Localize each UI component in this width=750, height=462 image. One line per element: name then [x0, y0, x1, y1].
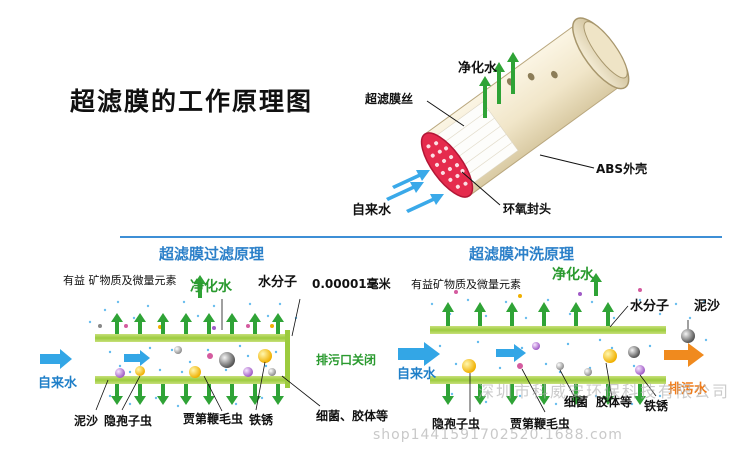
label-filtration-rust: 铁锈: [249, 413, 274, 427]
main-title: 超滤膜的工作原理图: [70, 87, 314, 116]
outlet-hole: [527, 72, 535, 81]
flushing-arrows-down: [442, 384, 646, 405]
leader-lines: [426, 100, 595, 206]
label-flushing-rust: 铁锈: [644, 399, 669, 413]
filtration-arrows-up: [111, 275, 284, 334]
label-membrane-fiber: 超滤膜丝: [365, 92, 414, 106]
particle-giardia: [517, 363, 523, 369]
flushing-inflow-arrows: [398, 342, 526, 366]
particle-bacteria: [584, 368, 592, 376]
label-filtration-sediment: 泥沙: [74, 414, 99, 428]
outlet-hole: [551, 70, 558, 79]
watermark-company: 深圳市科威安环保科技有限公司: [478, 382, 731, 401]
label-outlet-closed: 排污口关闭: [316, 353, 377, 367]
label-wastewater: 排污水: [668, 382, 708, 397]
label-filtration-raw-water: 自来水: [38, 376, 78, 391]
particle-bacteria: [556, 362, 564, 370]
filtration-mineral-dots: [98, 324, 274, 330]
particle-colloid: [635, 365, 645, 375]
particle-sediment: [219, 352, 235, 368]
particle-giardia: [115, 368, 125, 378]
label-flushing-raw-water: 自来水: [397, 367, 437, 382]
particle-colloid: [532, 342, 540, 350]
particle-colloid: [243, 367, 253, 377]
label-epoxy-seal: 环氧封头: [503, 202, 552, 216]
label-flushing-sediment: 泥沙: [694, 299, 721, 314]
flushing-leaders: [469, 305, 689, 413]
top-purified-arrows: [479, 52, 519, 118]
wastewater-arrow: [664, 343, 704, 367]
label-flushing-cryptosporidium: 隐孢子虫: [432, 417, 481, 431]
label-flushing-purified-water: 净化水: [552, 267, 594, 283]
flushing-tube: [430, 326, 666, 384]
filtration-inflow-arrows: [40, 349, 150, 369]
label-filtration-giardia: 贾第鞭毛虫: [183, 412, 244, 426]
filtration-arrows-down: [111, 384, 284, 405]
label-filtration-water-molecule: 水分子: [258, 275, 298, 290]
label-flushing-bacteria: 细菌: [564, 395, 589, 409]
label-flushing-water-molecule: 水分子: [630, 299, 670, 314]
label-filtration-minerals: 有益 矿物质及微量元素: [63, 274, 177, 287]
label-filtration-bacteria: 细菌、胶体等: [316, 409, 389, 423]
filtration-tube: [95, 330, 290, 388]
particle-bacteria: [174, 346, 182, 354]
particle-sediment: [628, 346, 640, 358]
label-flushing-giardia: 贾第鞭毛虫: [510, 417, 571, 431]
watermark-url: shop1441591702520.1688.com: [373, 427, 623, 443]
label-flushing-minerals: 有益矿物质及微量元素: [411, 278, 521, 291]
top-inflow-arrows: [386, 170, 444, 213]
particle-bacteria: [268, 368, 276, 376]
flushing-heading: 超滤膜冲洗原理: [469, 245, 575, 263]
particle-rust: [258, 349, 272, 363]
flushing-mineral-dots: [454, 288, 642, 298]
filtration-heading: 超滤膜过滤原理: [159, 245, 265, 263]
particle-cryptosporidium: [462, 359, 476, 373]
label-filtration-cryptosporidium: 隐孢子虫: [104, 414, 153, 428]
particle-rust: [189, 366, 201, 378]
flushing-water-dots: [430, 298, 708, 406]
particle-cryptosporidium: [135, 366, 145, 376]
particle-rust: [603, 349, 617, 363]
particle-colloid: [207, 353, 213, 359]
label-abs-shell: ABS外壳: [596, 162, 648, 176]
filtration-leaders: [95, 298, 321, 412]
epoxy-end-face: [420, 132, 474, 198]
label-top-purified-water: 净化水: [458, 61, 498, 76]
label-filtration-purified-water: 净化水: [190, 279, 232, 295]
filtration-water-dots: [88, 300, 298, 408]
membrane-cartridge: [420, 17, 630, 198]
cartridge-end-cap: [583, 21, 628, 79]
particle-sediment: [681, 329, 695, 343]
label-flushing-colloid: 胶体等: [596, 395, 633, 409]
flushing-arrows-up: [442, 273, 614, 326]
label-pore-size: 0.00001毫米: [312, 277, 391, 291]
label-top-raw-water: 自来水: [352, 203, 392, 218]
